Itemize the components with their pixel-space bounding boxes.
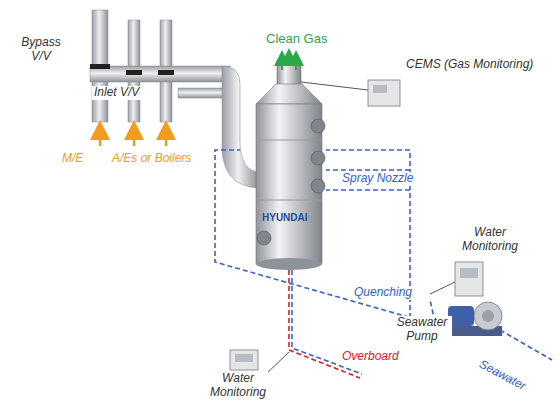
flow-label: Quenching — [352, 286, 414, 300]
valve-label: Bypass V/V — [14, 36, 68, 64]
water-monitor-top — [430, 262, 483, 296]
clean-gas-arrows — [282, 56, 296, 70]
valve-label: Inlet V/V — [92, 86, 141, 100]
seawater-piping — [215, 150, 552, 360]
flow-label: Seawater — [475, 357, 530, 395]
flow-label: Spray Nozzle — [340, 172, 415, 186]
brand-mark: HYUNDAI — [260, 212, 310, 224]
monitor-label: CEMS (Gas Monitoring) — [404, 58, 535, 72]
monitor-label: Water Monitoring — [200, 372, 276, 400]
monitor-label: Water Monitoring — [452, 226, 528, 254]
outlet-label: Clean Gas — [264, 32, 329, 47]
source-label: A/Es or Boilers — [110, 152, 193, 166]
source-label: M/E — [60, 152, 85, 166]
flow-label: Overboard — [340, 350, 401, 364]
scrubber-tower — [256, 60, 325, 270]
exhaust-pipes — [90, 10, 258, 188]
exhaust-arrows — [100, 130, 166, 146]
cems-cabinet — [301, 80, 400, 106]
pump-label: Seawater Pump — [392, 316, 452, 344]
